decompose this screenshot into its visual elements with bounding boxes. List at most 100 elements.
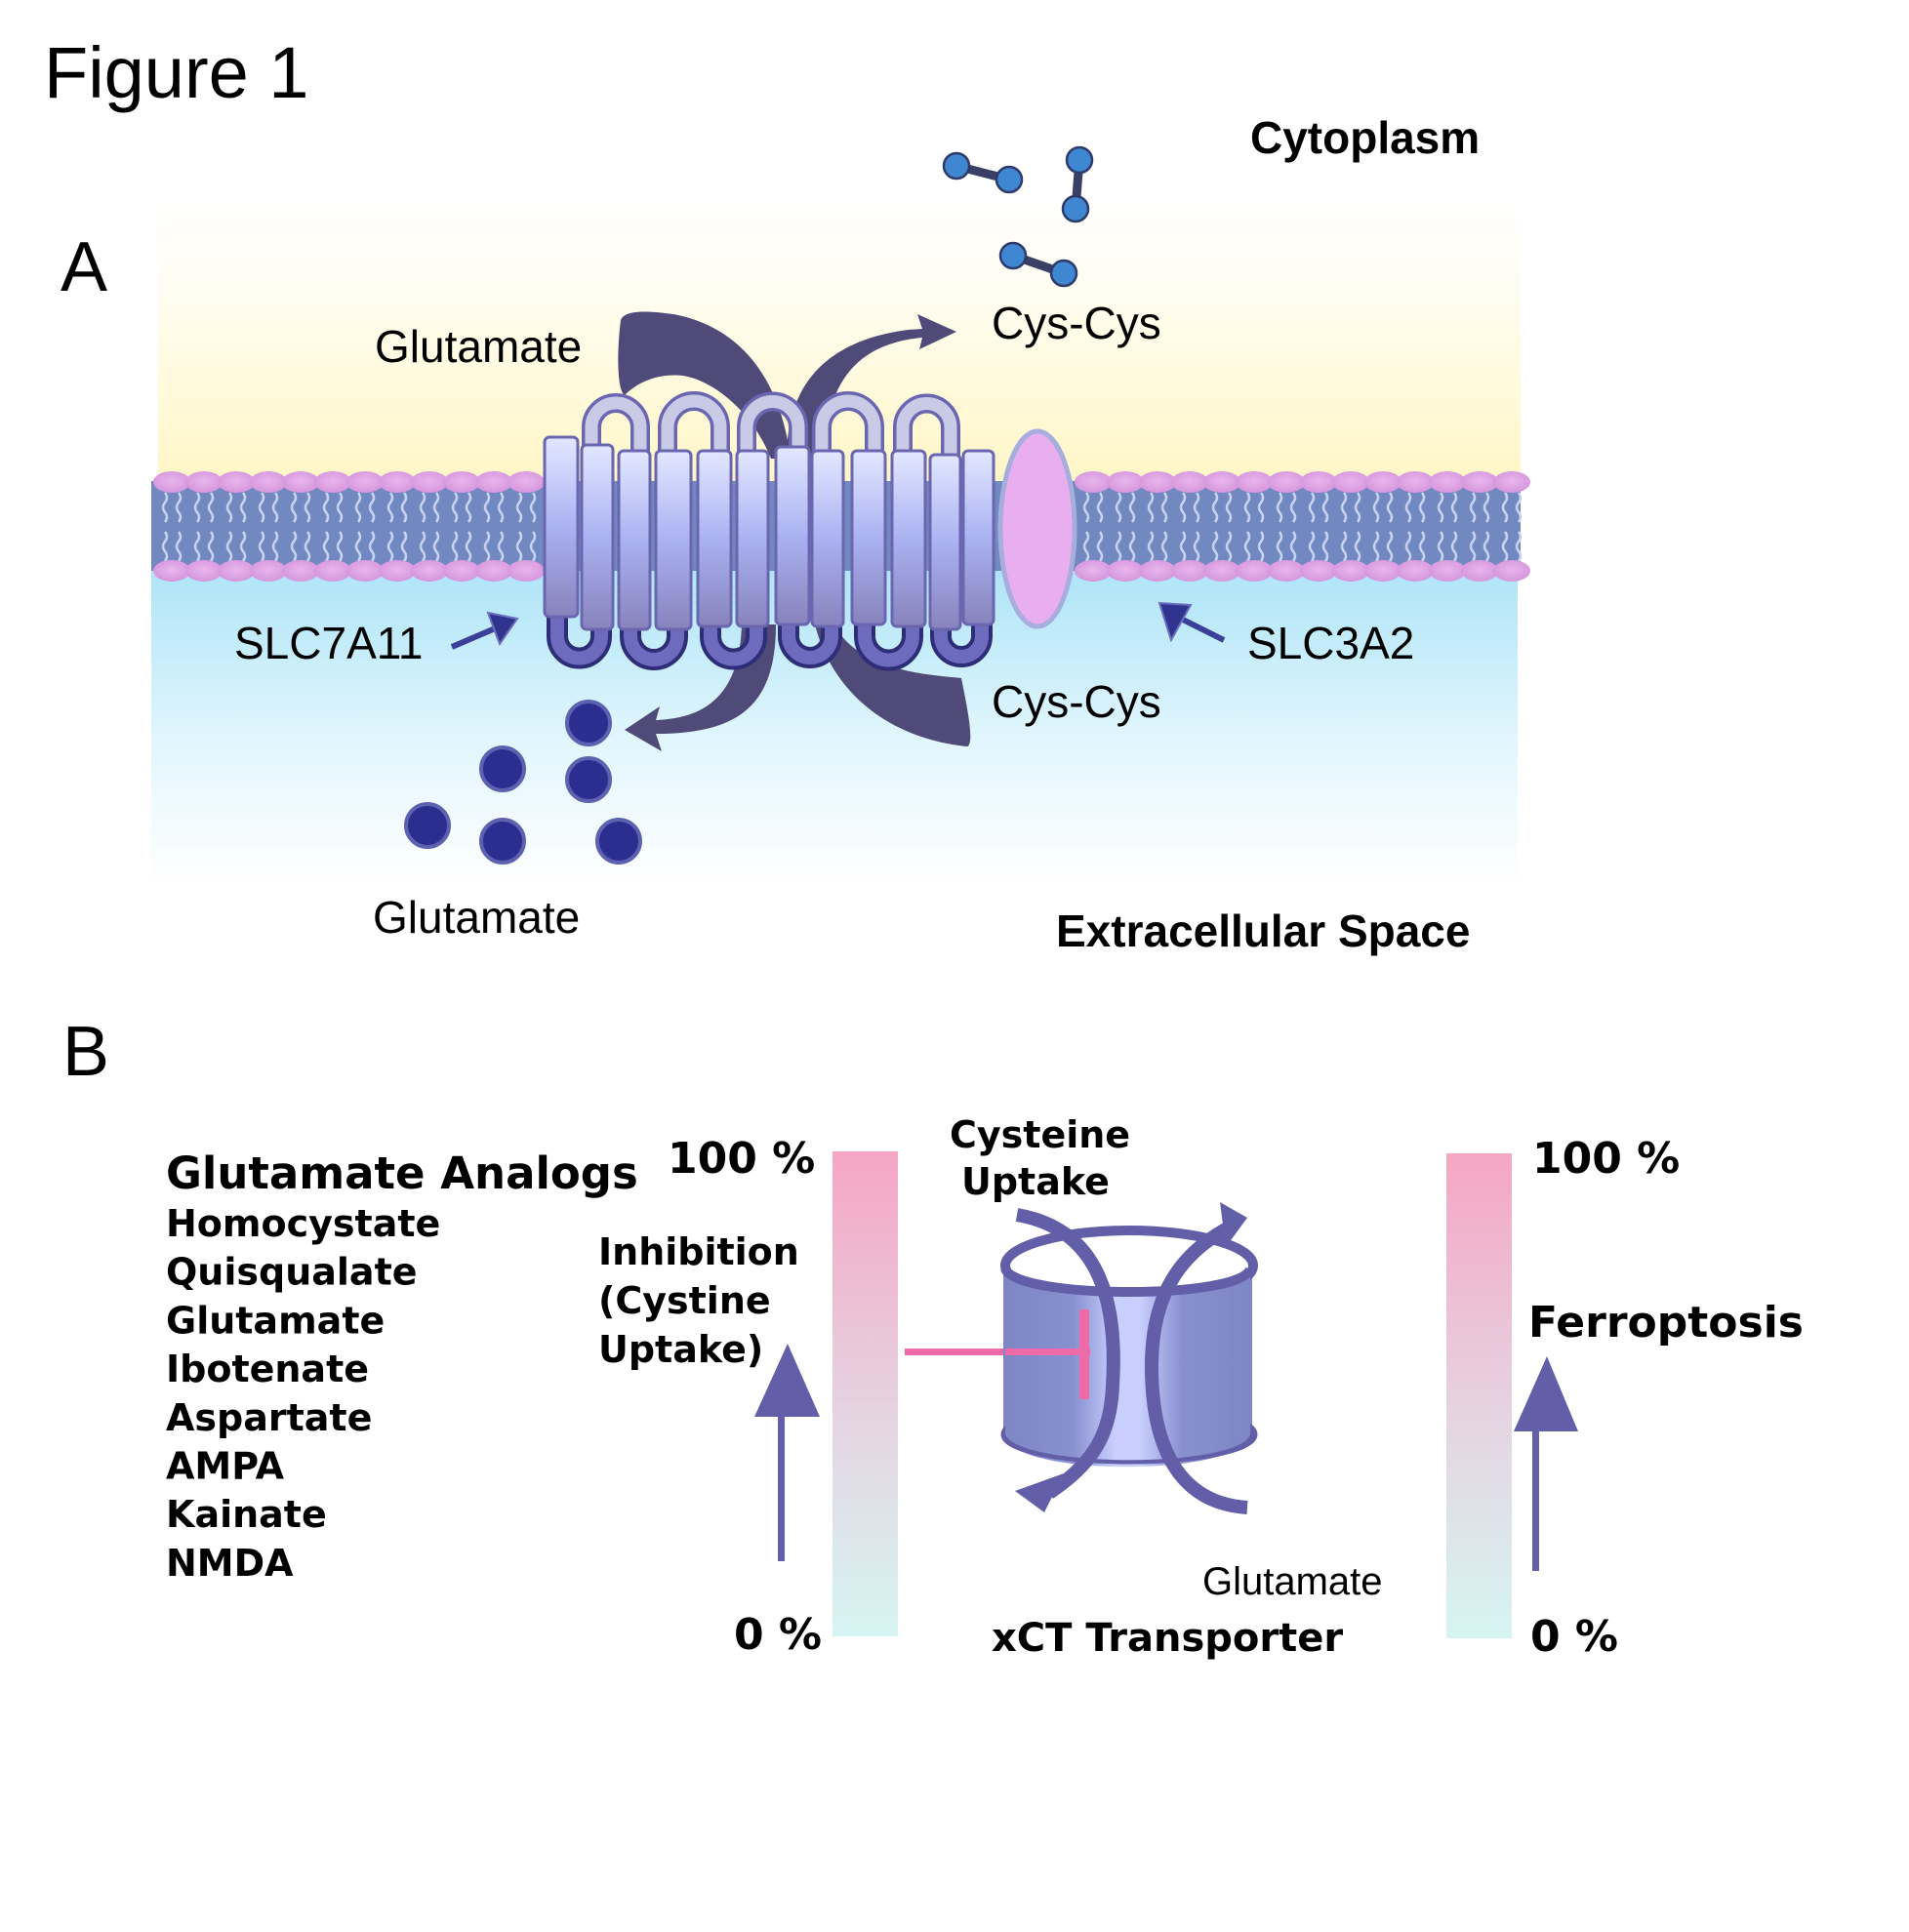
glutamate-molecule-icon	[404, 802, 451, 849]
analog-list-item: AMPA	[166, 1445, 285, 1488]
extracellular-loops	[582, 391, 960, 459]
ferroptosis-increase-arrow-icon	[1514, 1356, 1578, 1571]
lipid-molecule	[282, 471, 319, 582]
lipid-molecule	[1075, 471, 1112, 582]
inhibition-title-line-3: Uptake)	[598, 1328, 763, 1371]
glutamate-efflux-arrow-top	[618, 311, 791, 459]
transmembrane-helix	[735, 449, 770, 628]
analog-list-item: Quisqualate	[166, 1251, 418, 1294]
lipid-molecule	[1397, 471, 1434, 582]
glutamate-label-panel-b: Glutamate	[1202, 1560, 1383, 1603]
panel-b: B Glutamate Analogs HomocystateQuisquala…	[62, 1013, 1804, 1662]
transmembrane-helix	[961, 449, 995, 626]
lipid-molecule	[379, 471, 416, 582]
glutamate-molecules	[404, 700, 642, 865]
inhibition-title-line-1: Inhibition	[598, 1230, 799, 1273]
inhibition-scale-top-label: 100 %	[668, 1134, 815, 1184]
analog-list-item: NMDA	[166, 1542, 294, 1585]
slc3a2-label: SLC3A2	[1247, 618, 1414, 668]
analog-list-item: Aspartate	[166, 1396, 372, 1439]
extracellular-space-label: Extracellular Space	[1056, 906, 1470, 956]
transmembrane-helix	[890, 449, 927, 628]
xct-transporter-cylinder	[1000, 1226, 1258, 1468]
lipid-molecule	[1300, 471, 1337, 582]
figure-title: Figure 1	[44, 32, 308, 113]
lipid-molecule	[1268, 471, 1305, 582]
ferroptosis-gradient-scale	[1446, 1153, 1512, 1638]
analogs-title: Glutamate Analogs	[166, 1147, 638, 1199]
lipid-molecule	[250, 471, 287, 582]
lipid-molecule	[1203, 471, 1240, 582]
glutamate-molecule-icon	[565, 756, 612, 803]
panel-a: A	[61, 112, 1530, 956]
ferroptosis-title: Ferroptosis	[1528, 1298, 1804, 1348]
panel-b-label: B	[62, 1013, 109, 1091]
lipid-molecule	[1171, 471, 1208, 582]
inhibition-scale-bottom-label: 0 %	[734, 1610, 822, 1660]
cysteine-uptake-label-line-2: Uptake	[961, 1160, 1110, 1203]
transmembrane-helix	[617, 449, 652, 631]
transmembrane-helix	[774, 445, 811, 626]
cystine-molecule-icon	[942, 151, 1024, 194]
cysteine-uptake-label-line-1: Cysteine	[950, 1113, 1130, 1156]
inhibition-title-line-2: (Cystine	[598, 1279, 771, 1322]
ferroptosis-scale-top-label: 100 %	[1532, 1134, 1680, 1184]
cystine-uptake-arrow-icon	[1015, 1208, 1120, 1512]
inhibition-gradient-scale	[833, 1151, 898, 1636]
lipid-molecule	[346, 471, 384, 582]
lipid-molecule	[185, 471, 223, 582]
lipid-molecule	[1429, 471, 1466, 582]
cystine-label-bottom: Cys-Cys	[992, 676, 1161, 727]
lipid-molecules	[153, 471, 1530, 582]
slc3a2-pointer-arrow	[1158, 601, 1226, 643]
transmembrane-helix	[810, 449, 845, 628]
cystine-influx-arrow-bottom	[815, 624, 971, 747]
xct-transporter-caption: xCT Transporter	[992, 1616, 1343, 1661]
transmembrane-helix	[654, 449, 693, 631]
inhibition-increase-arrow-icon	[754, 1344, 820, 1561]
lipid-molecule	[411, 471, 448, 582]
slc7a11-transporter	[543, 435, 995, 631]
glutamate-molecule-icon	[479, 745, 526, 792]
glutamate-molecule-icon	[595, 818, 642, 865]
lipid-molecule	[314, 471, 351, 582]
analog-list-item: Glutamate	[166, 1299, 385, 1342]
intracellular-loops	[547, 610, 993, 671]
transmembrane-helix	[850, 449, 887, 626]
glutamate-efflux-arrow-icon	[1144, 1202, 1248, 1514]
cytoplasm-label: Cytoplasm	[1250, 112, 1480, 163]
lipid-molecule	[1107, 471, 1144, 582]
cystine-molecule-icon	[998, 241, 1078, 288]
lipid-molecule	[1461, 471, 1498, 582]
ferroptosis-scale-bottom-label: 0 %	[1530, 1612, 1618, 1662]
transmembrane-helix	[543, 435, 580, 619]
analogs-list: HomocystateQuisqualateGlutamateIbotenate…	[166, 1202, 440, 1585]
cystine-molecules	[942, 145, 1094, 288]
slc3a2-protein	[997, 428, 1077, 629]
glutamate-molecule-icon	[565, 700, 612, 746]
cystine-molecule-icon	[1061, 145, 1094, 223]
analog-list-item: Kainate	[166, 1493, 327, 1536]
inhibition-t-bar-overlay	[1005, 1309, 1090, 1399]
transmembrane-helix	[696, 449, 733, 628]
lipid-molecule	[153, 471, 190, 582]
analog-list-item: Homocystate	[166, 1202, 440, 1245]
panel-a-label: A	[61, 228, 107, 306]
glutamate-label-top: Glutamate	[375, 321, 582, 372]
lipid-molecule	[475, 471, 512, 582]
slc7a11-pointer-arrow	[450, 611, 519, 650]
glutamate-label-bottom: Glutamate	[373, 892, 580, 943]
transmembrane-helix	[928, 453, 962, 631]
lipid-molecule	[218, 471, 255, 582]
lipid-molecule	[1364, 471, 1401, 582]
cystine-label-top: Cys-Cys	[992, 298, 1161, 348]
lipid-molecule	[1139, 471, 1176, 582]
slc7a11-label: SLC7A11	[234, 618, 424, 668]
lipid-molecule	[508, 471, 545, 582]
cytoplasm-region	[158, 200, 1521, 483]
lipid-molecule	[1493, 471, 1530, 582]
transmembrane-helix	[580, 443, 615, 631]
lipid-molecule	[1236, 471, 1273, 582]
glutamate-molecule-icon	[479, 818, 526, 865]
